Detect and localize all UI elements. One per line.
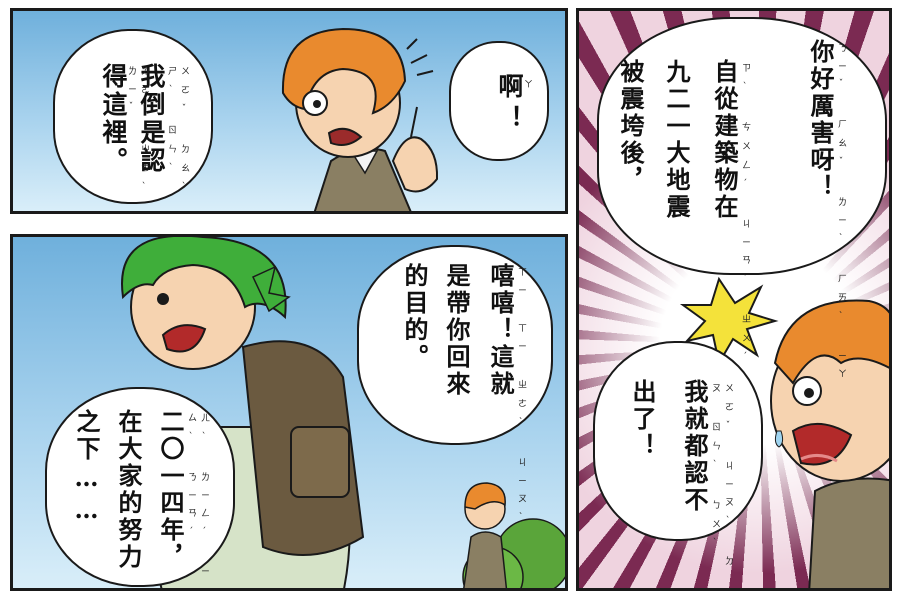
bubble-text-col: 的目的。	[400, 263, 429, 371]
speech-bubble-upper	[357, 245, 553, 445]
speech-bubble-top	[597, 17, 887, 275]
bubble-text-col: 得這裡。	[99, 63, 128, 175]
zhuyin-annotation: ㄒㄧ ㄒㄧ ㄓㄜˋ ㄐㄧㄡˋ	[516, 267, 526, 533]
bubble-text-col: ！	[495, 105, 524, 133]
panel-top-left: 我倒是認 得這裡。 ㄨㄛˇ ㄉㄠˋ ㄕˋ ㄖㄣˋ ㄉㄜˊ ㄓㄜˋ ㄌㄧˇ 啊 ！…	[10, 8, 568, 214]
zhuyin-annotation: ㄋㄧˇ ㄏㄠˇ ㄌㄧˋ ㄏㄞˋ ㄧㄚ	[836, 43, 846, 388]
bubble-text-col: 我就都認不	[680, 379, 709, 514]
zhuyin-annotation: ㄦˋ ㄌㄧㄥˊ ㄧ ㄙˋ ㄋㄧㄢˊ	[186, 413, 209, 585]
panel-right: 你好厲害呀！ 自從建築物在 九二一大地震 被震垮後， ㄋㄧˇ ㄏㄠˇ ㄌㄧˋ ㄏ…	[576, 8, 892, 591]
speech-bubble-bottom	[593, 341, 763, 541]
speech-bubble-left	[53, 29, 213, 204]
panel-bottom-left: 嘻嘻！這就 是帶你回來 的目的。 ㄒㄧ ㄒㄧ ㄓㄜˋ ㄐㄧㄡˋ 二〇一四年， 在…	[10, 234, 568, 591]
bubble-text-col: 嘻嘻！這就	[486, 263, 515, 398]
bubble-text-col: 在大家的努力	[114, 409, 143, 571]
bubble-text-col: 出了！	[628, 379, 657, 460]
boy-shocked-illustration	[679, 276, 889, 588]
zhuyin-annotation: ㄚ	[522, 79, 532, 98]
bubble-text-col: 二〇一四年，	[156, 409, 185, 571]
zhuyin-annotation: ㄗˋ ㄘㄨㄥˊ ㄐㄧㄢˋ ㄓㄨˊ ㄨˋ ㄗㄞˋ	[740, 63, 750, 510]
bubble-text-col: 九二一大地震	[662, 59, 691, 221]
bubble-text-col: 你好厲害呀！	[806, 39, 835, 201]
bubble-text-col: 自從建築物在	[710, 59, 739, 221]
boy-illustration	[281, 27, 439, 211]
girl-illustration	[121, 237, 565, 588]
speech-bubble-right	[449, 41, 549, 161]
bubble-text-col: 被震垮後，	[616, 59, 645, 194]
zhuyin-annotation: ㄉㄜˊ ㄓㄜˋ ㄌㄧˇ	[126, 66, 149, 202]
bubble-text-col: 之下……	[72, 409, 101, 527]
speech-bubble-lower	[45, 387, 235, 587]
bubble-text-col: 我倒是認	[137, 63, 166, 175]
zhuyin-annotation: ㄨㄛˇ ㄐㄧㄡˋ ㄉㄡ ㄖㄣˋ ㄅㄨˋ	[710, 383, 733, 576]
bubble-text-col: 啊	[495, 73, 524, 101]
zhuyin-annotation: ㄨㄛˇ ㄉㄠˋ ㄕˋ ㄖㄣˋ	[166, 66, 189, 202]
bubble-text-col: 是帶你回來	[442, 263, 471, 398]
